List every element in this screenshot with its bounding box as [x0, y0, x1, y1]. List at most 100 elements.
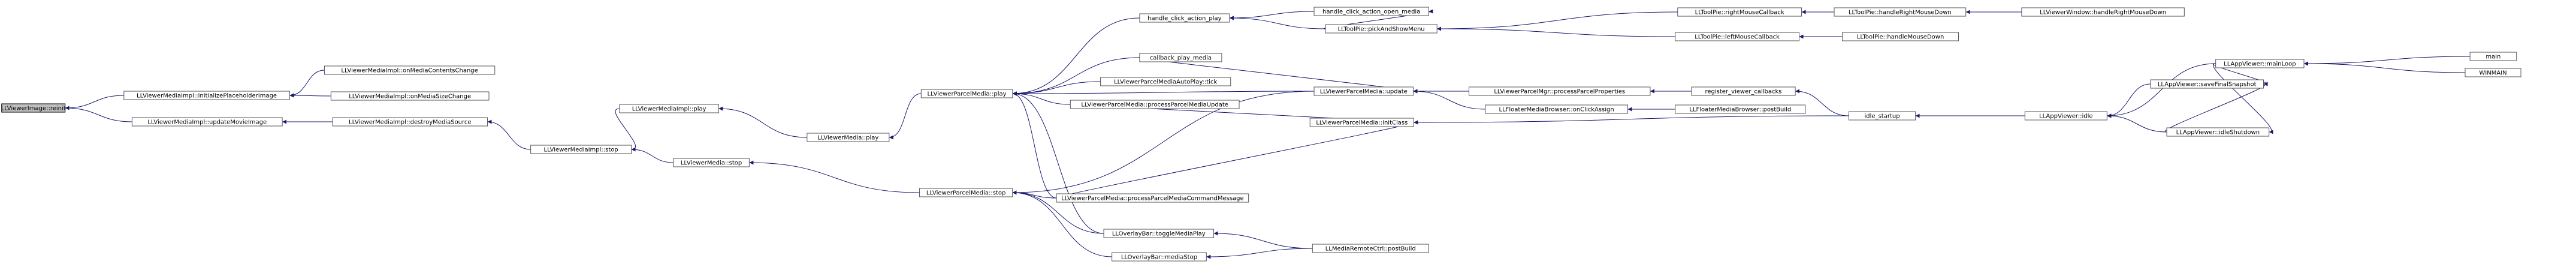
node-floaterPostBuild[interactable]: LLFloaterMediaBrowser::postBuild [1675, 104, 1806, 114]
node-label: LLViewerMediaImpl::play [632, 106, 706, 113]
node-mediaStopBar[interactable]: LLOverlayBar::mediaStop [1112, 252, 1207, 262]
node-handleClickPlay[interactable]: handle_click_action_play [1139, 13, 1230, 23]
node-label: LLViewerParcelMedia::initClass [1316, 120, 1408, 127]
node-label: LLViewerMediaImpl::stop [544, 147, 618, 154]
node-label: LLViewerMediaImpl::updateMovieImage [147, 119, 267, 126]
node-remotePostBuild[interactable]: LLMediaRemoteCtrl::postBuild [1312, 244, 1429, 253]
node-layer: LLViewerImage::reinitLLViewerMediaImpl::… [1, 7, 2521, 262]
node-label: LLViewerParcelMediaAutoPlay::tick [1114, 79, 1217, 86]
node-box [1139, 53, 1222, 62]
node-onSize[interactable]: LLViewerMediaImpl::onMediaSizeChange [330, 91, 490, 101]
node-label: LLAppViewer::idleShutdown [2176, 130, 2260, 136]
node-windowRightDown[interactable]: LLViewerWindow::handleRightMouseDown [2021, 7, 2185, 17]
node-rightMouseCb[interactable]: LLToolPie::rightMouseCallback [1677, 7, 1802, 17]
node-box [2465, 68, 2521, 77]
node-mainLoop[interactable]: LLAppViewer::mainLoop [2215, 59, 2305, 68]
node-box [2021, 7, 2185, 17]
node-box [530, 145, 632, 154]
node-destroySource[interactable]: LLViewerMediaImpl::destroyMediaSource [332, 117, 488, 127]
node-implStop[interactable]: LLViewerMediaImpl::stop [530, 145, 632, 154]
edge-leftMouseCb-to-pickShowMenu [1437, 26, 1675, 37]
node-parcelUpdate[interactable]: LLViewerParcelMedia::update [1313, 86, 1414, 96]
node-label: LLViewerParcelMgr::processParcelProperti… [1494, 89, 1625, 95]
node-label: LLViewerMediaImpl::initializePlaceholder… [137, 93, 277, 100]
edge-mediaStopBar-to-parcelStop [1012, 190, 1112, 257]
node-box [1677, 7, 1802, 17]
node-label: LLViewerParcelMedia::processParcelMediaC… [1061, 196, 1244, 202]
node-label: LLToolPie::rightMouseCallback [1695, 10, 1784, 16]
node-box [1313, 86, 1414, 96]
edge-idleShutdown-to-saveSnapshot [2164, 82, 2268, 133]
node-implPlay[interactable]: LLViewerMediaImpl::play [619, 104, 719, 113]
edge-updateMovie-to-reinit [65, 106, 132, 122]
node-floaterOnClick[interactable]: LLFloaterMediaBrowser::onClickAssign [1485, 104, 1629, 114]
node-onContents[interactable]: LLViewerMediaImpl::onMediaContentsChange [324, 65, 496, 75]
node-mediaStop[interactable]: LLViewerMedia::stop [673, 158, 750, 167]
node-parcelInit[interactable]: LLViewerParcelMedia::initClass [1309, 118, 1414, 127]
node-mediaPlay[interactable]: LLViewerMedia::play [807, 133, 890, 142]
node-label: main [2486, 54, 2500, 61]
node-box [807, 133, 890, 142]
node-initPlaceholder[interactable]: LLViewerMediaImpl::initializePlaceholder… [123, 91, 290, 100]
node-label: LLToolPie::handleRightMouseDown [1849, 10, 1952, 16]
node-handleRightDown[interactable]: LLToolPie::handleRightMouseDown [1834, 7, 1967, 17]
node-label: callback_play_media [1150, 55, 1212, 62]
node-label: LLViewerImage::reinit [1, 106, 66, 112]
edge-main-to-mainLoop [2304, 56, 2471, 66]
node-autoPlayTick[interactable]: LLViewerParcelMediaAutoPlay::tick [1100, 77, 1231, 86]
node-box [619, 104, 719, 113]
node-box [919, 188, 1013, 197]
node-box [1100, 77, 1231, 86]
node-box [1675, 32, 1799, 41]
node-label: handle_click_action_open_media [1322, 9, 1420, 16]
node-processParcelProps[interactable]: LLViewerParcelMgr::processParcelProperti… [1469, 86, 1651, 96]
node-toggleMediaPlay[interactable]: LLOverlayBar::toggleMediaPlay [1103, 229, 1215, 238]
edge-callbackPlay-to-parcelPlay [1012, 57, 1140, 96]
node-handleClickOpen[interactable]: handle_click_action_open_media [1313, 7, 1429, 16]
node-box [2150, 79, 2264, 89]
edge-handleClickOpen-to-handleClickPlay [1229, 11, 1315, 20]
edge-remotePostBuild-to-mediaStopBar [1206, 248, 1313, 259]
node-label: LLToolPie::pickAndShowMenu [1338, 26, 1425, 33]
node-main[interactable]: main [2469, 52, 2517, 61]
node-label: LLViewerMedia::stop [681, 160, 742, 167]
node-label: WINMAIN [2479, 70, 2506, 77]
node-label: LLViewerMediaImpl::onMediaSizeChange [349, 94, 471, 100]
node-appIdle[interactable]: LLAppViewer::idle [2024, 111, 2107, 121]
node-callbackPlay[interactable]: callback_play_media [1139, 53, 1222, 62]
edge-processCommand-to-parcelStop [1012, 190, 1057, 199]
node-label: LLViewerParcelMedia::stop [926, 190, 1005, 197]
edge-implPlay-to-implStop [615, 108, 636, 152]
edge-onSize-to-initPlaceholder [289, 93, 331, 98]
node-reinit[interactable]: LLViewerImage::reinit [1, 103, 66, 113]
node-winmain[interactable]: WINMAIN [2465, 68, 2521, 77]
node-idleShutdown[interactable]: LLAppViewer::idleShutdown [2166, 127, 2270, 137]
node-label: LLFloaterMediaBrowser::onClickAssign [1499, 107, 1614, 113]
node-registerCallbacks[interactable]: register_viewer_callbacks [1691, 86, 1796, 96]
node-saveSnapshot[interactable]: LLAppViewer::saveFinalSnapshot [2150, 79, 2264, 89]
node-box [1325, 24, 1438, 34]
node-label: LLMediaRemoteCtrl::postBuild [1325, 246, 1416, 253]
node-processUpdate[interactable]: LLViewerParcelMedia::processParcelMediaU… [1070, 100, 1240, 109]
node-box [123, 91, 290, 100]
edge-handleClickPlay-to-parcelPlay [1012, 17, 1140, 96]
edge-parcelUpdate-to-parcelPlay [1012, 91, 1315, 96]
node-parcelPlay[interactable]: LLViewerParcelMedia::play [920, 89, 1013, 98]
node-pickShowMenu[interactable]: LLToolPie::pickAndShowMenu [1325, 24, 1438, 34]
edge-mediaPlay-to-implPlay [718, 106, 807, 138]
edge-idleStartup-to-parcelInit [1414, 115, 1849, 125]
node-parcelStop[interactable]: LLViewerParcelMedia::stop [919, 188, 1013, 197]
node-processCommand[interactable]: LLViewerParcelMedia::processParcelMediaC… [1056, 193, 1249, 203]
node-idleStartup[interactable]: idle_startup [1848, 111, 1916, 121]
edge-winmain-to-mainLoop [2304, 61, 2465, 73]
node-label: LLOverlayBar::mediaStop [1121, 254, 1197, 261]
node-label: LLAppViewer::saveFinalSnapshot [2158, 82, 2257, 88]
node-handleLeftDown[interactable]: LLToolPie::handleMouseDown [1842, 32, 1959, 41]
node-leftMouseCb[interactable]: LLToolPie::leftMouseCallback [1675, 32, 1799, 41]
edge-initPlaceholder-to-reinit [65, 95, 124, 110]
node-box [673, 158, 750, 167]
edge-callbackPlay-to-parcelUpdate [1138, 57, 1418, 94]
edge-mainLoop-to-appIdle [2107, 63, 2216, 118]
node-updateMovie[interactable]: LLViewerMediaImpl::updateMovieImage [131, 117, 283, 127]
